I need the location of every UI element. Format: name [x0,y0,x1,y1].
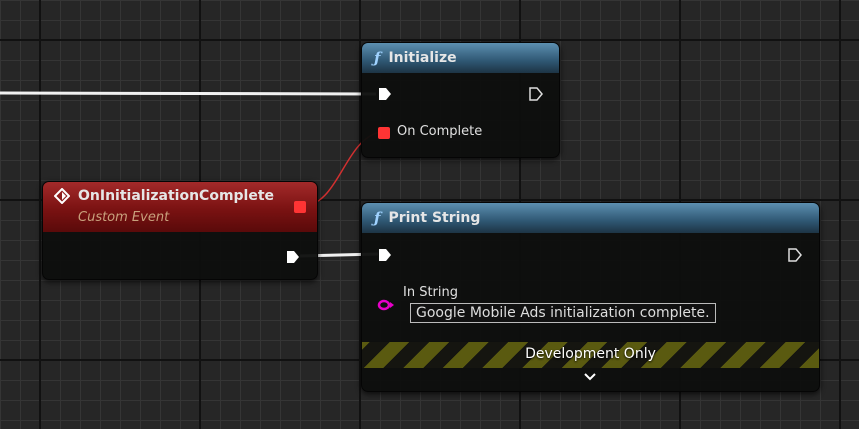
development-only-label: Development Only [525,346,656,362]
string-pin-icon[interactable] [377,299,395,311]
print-string-header[interactable]: ƒ Print String [362,203,819,233]
exec-in-pin-icon[interactable] [378,87,392,101]
exec-out-pin-icon[interactable] [286,250,300,264]
in-string-label: In String [403,285,459,300]
initialize-node[interactable]: ƒ Initialize On Complete [361,42,560,158]
event-diamond-icon [54,188,70,204]
exec-out-pin-icon[interactable] [788,248,802,262]
chevron-down-icon[interactable] [584,373,596,381]
event-delegate-pin-icon[interactable] [294,201,306,213]
exec-wire-into-initialize [0,91,377,96]
in-string-input[interactable]: Google Mobile Ads initialization complet… [410,303,716,323]
on-complete-label: On Complete [397,124,483,139]
custom-event-header[interactable]: OnInitializationComplete Custom Event [43,182,317,232]
function-icon: ƒ [374,49,381,67]
print-string-title: Print String [388,210,481,226]
event-subtitle: Custom Event [78,210,170,225]
event-title: OnInitializationComplete [78,188,275,204]
exec-out-pin-icon[interactable] [529,87,543,101]
on-complete-pin-icon[interactable] [378,127,390,139]
print-string-node[interactable]: ƒ Print String In String Google Mobile A… [361,202,820,392]
custom-event-node[interactable]: OnInitializationComplete Custom Event [42,181,318,280]
initialize-title: Initialize [388,50,457,66]
development-only-banner: Development Only [362,342,819,368]
initialize-header[interactable]: ƒ Initialize [362,43,559,73]
function-icon: ƒ [374,209,381,227]
exec-in-pin-icon[interactable] [378,248,392,262]
